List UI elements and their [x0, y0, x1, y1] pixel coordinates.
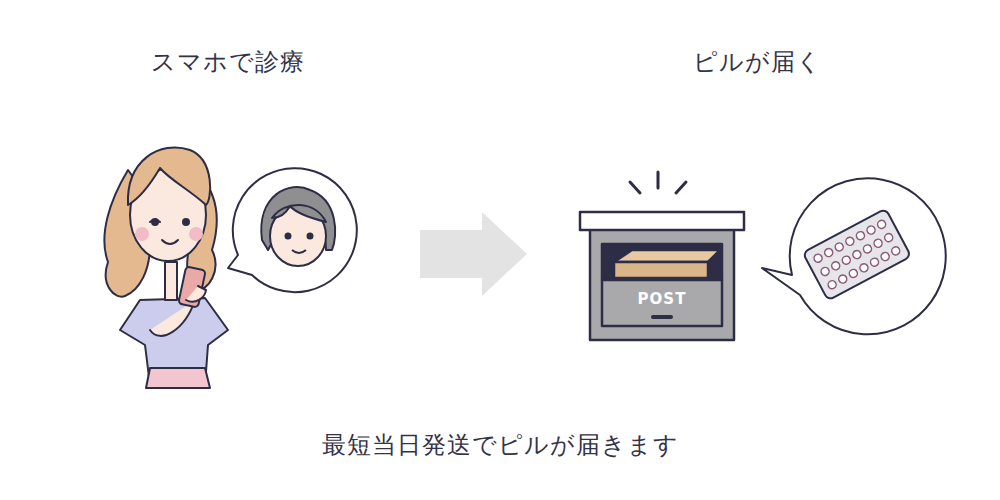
- pill: [848, 268, 859, 279]
- pill-group: [813, 219, 901, 290]
- neck: [165, 262, 177, 300]
- pill: [844, 236, 855, 247]
- pill: [830, 260, 841, 271]
- notify-line: [630, 182, 640, 193]
- mouth: [292, 250, 306, 253]
- eye: [183, 219, 189, 225]
- pill: [876, 219, 887, 230]
- caption: 最短当日発送でピルが届きます: [322, 429, 679, 461]
- step-heading: ピルが届く: [693, 46, 822, 78]
- pill-sheet: [803, 209, 911, 301]
- eye: [152, 219, 158, 225]
- pill: [834, 242, 845, 253]
- pill: [855, 230, 866, 241]
- step-heading: スマホで診療: [151, 46, 305, 78]
- mailbox-body: [590, 222, 734, 340]
- speech-bubble: [762, 178, 946, 334]
- mouth: [162, 240, 178, 244]
- mailbox-lid: [580, 212, 744, 230]
- phone: [178, 266, 205, 307]
- pill: [813, 253, 824, 264]
- pill: [890, 245, 901, 256]
- blush: [135, 227, 149, 241]
- pill: [873, 238, 884, 249]
- mailbox-label: POST: [638, 290, 687, 308]
- pill: [851, 249, 862, 260]
- pill: [823, 247, 834, 258]
- doctor-bangs: [272, 205, 326, 222]
- pill: [862, 243, 873, 254]
- pill: [837, 274, 848, 285]
- pill: [880, 251, 891, 262]
- pill: [841, 255, 852, 266]
- mailbox-door: [602, 280, 722, 326]
- pill: [866, 225, 877, 236]
- flow-arrow: [420, 212, 527, 296]
- notify-line: [657, 172, 660, 188]
- parcel: [614, 250, 720, 262]
- pill: [859, 262, 870, 273]
- notify-line: [676, 182, 686, 193]
- mailbox-handle: [651, 315, 673, 319]
- mail-slot: [602, 244, 722, 280]
- eye: [286, 234, 291, 239]
- pill: [869, 257, 880, 268]
- parcel: [614, 262, 708, 278]
- hand: [186, 286, 206, 302]
- skirt: [146, 368, 210, 388]
- hair-front: [128, 147, 210, 205]
- pill: [883, 232, 894, 243]
- pill: [820, 266, 831, 277]
- eye: [308, 234, 313, 239]
- blush: [189, 227, 203, 241]
- pill: [827, 279, 838, 290]
- speech-bubble: [228, 168, 357, 292]
